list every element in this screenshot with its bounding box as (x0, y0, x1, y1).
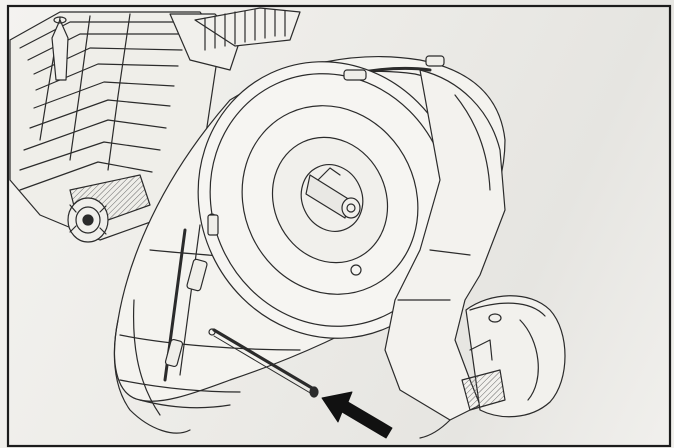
frame-border (6, 4, 672, 448)
side-cover (384, 69, 506, 439)
starter-cup (461, 295, 566, 418)
direction-arrow (321, 391, 393, 439)
long-bolt (208, 328, 319, 398)
crankshaft-end (305, 167, 361, 219)
spark-plug-cap (67, 174, 151, 243)
retaining-clips (164, 55, 445, 368)
cooling-fins (51, 7, 301, 81)
